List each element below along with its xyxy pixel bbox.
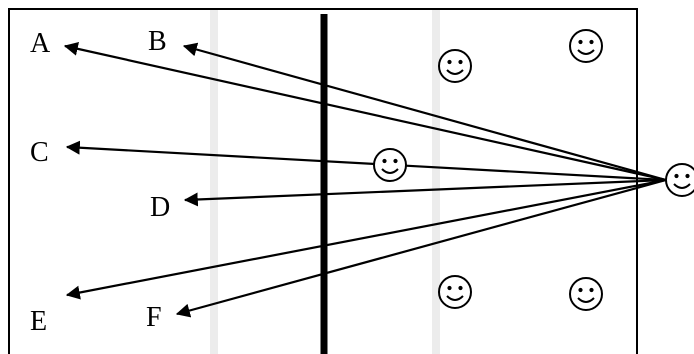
label-f: F [146,302,162,333]
smiley-face-icon [569,29,603,63]
stripe-right [432,10,440,354]
arrow-to-d [183,178,667,207]
arrow-to-f [175,178,667,318]
smiley-face-icon [569,277,603,311]
smiley-face-icon [438,275,472,309]
smiley-face-icon [438,49,472,83]
smiley-face-icon [373,148,407,182]
arrow-to-e [65,178,667,300]
arrow-to-a [63,41,667,182]
label-a: A [30,28,51,59]
label-e: E [30,306,47,337]
arrow-to-b [182,42,667,182]
arrow-to-c [65,140,667,182]
label-d: D [150,192,170,223]
label-c: C [30,137,49,168]
stripe-left [210,10,218,354]
observer-smiley-icon [665,163,694,197]
label-b: B [148,26,167,57]
